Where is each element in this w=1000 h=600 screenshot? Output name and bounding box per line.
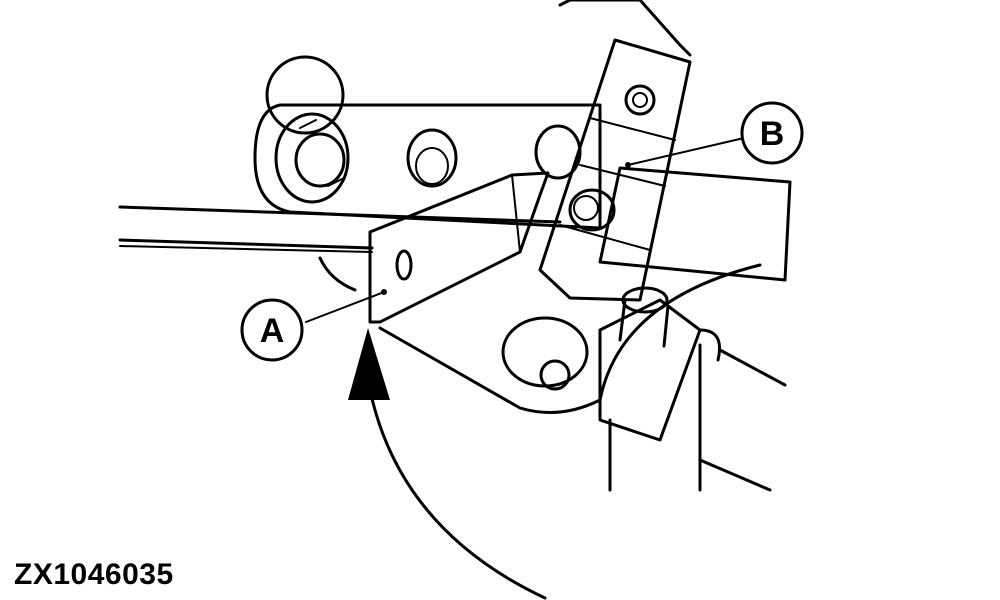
frame-rail [118,205,562,253]
callout-b-label: B [760,115,785,153]
callout-b: B [740,101,804,165]
callout-a-label: A [260,312,285,350]
leader-lines [305,137,745,323]
flat-bar [598,166,792,282]
clamp-bracket-b [538,0,692,302]
direction-arrow [348,328,547,600]
link-arm [253,55,602,230]
pin-assembly [318,256,787,492]
bracket-a [368,171,550,324]
figure-id: ZX1046035 [14,558,174,591]
callout-a: A [240,298,304,362]
